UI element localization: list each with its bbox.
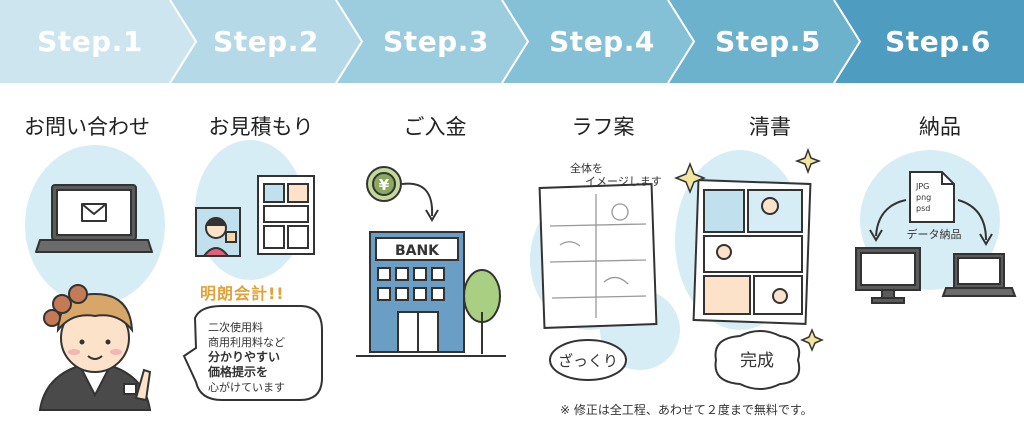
file-type-3: psd bbox=[916, 204, 930, 213]
step-bar: Step.1 Step.2 Step.3 Step.4 Step.5 Step.… bbox=[0, 0, 1024, 83]
rough-sketch-sheet bbox=[538, 183, 658, 329]
arrow-down-icon bbox=[401, 182, 434, 217]
bubble-line-3: 分かりやすい bbox=[208, 350, 281, 364]
final-artwork-sheet bbox=[692, 179, 812, 325]
client-card bbox=[195, 207, 241, 257]
estimate-bubble-text: 二次使用料 商用利用料など 分かりやすい 価格提示を 心がけています bbox=[208, 320, 328, 395]
file-type-1: JPG bbox=[915, 182, 929, 191]
rough-bubble bbox=[549, 339, 627, 381]
title-estimate: お見積もり bbox=[208, 115, 314, 139]
rough-caption-2: イメージします bbox=[585, 175, 662, 188]
file-type-2: png bbox=[916, 193, 931, 202]
step-6-bg bbox=[834, 0, 1024, 83]
step-1: Step.1 bbox=[0, 0, 180, 83]
step-3-bg bbox=[336, 0, 528, 83]
step-4: Step.4 bbox=[514, 0, 690, 83]
tree-icon bbox=[463, 269, 501, 354]
step-4-label: Step.4 bbox=[549, 25, 655, 58]
bubble-line-2: 商用利用料など bbox=[208, 336, 285, 349]
title-rough: ラフ案 bbox=[571, 115, 635, 139]
step-bar-arrows bbox=[0, 0, 1024, 83]
revision-note: ※ 修正は全工程、あわせて２度まで無料です。 bbox=[560, 403, 813, 417]
bank-building-icon bbox=[356, 231, 506, 357]
yen-coin-icon bbox=[366, 166, 402, 202]
bubble-line-5: 心がけています bbox=[208, 381, 285, 394]
bank-sign: BANK bbox=[395, 243, 440, 259]
delivery-label: データ納品 bbox=[907, 227, 962, 241]
bubble-line-4: 価格提示を bbox=[208, 365, 269, 379]
file-document-icon bbox=[909, 171, 955, 223]
desktop-monitor-icon bbox=[855, 247, 921, 304]
title-final: 清書 bbox=[749, 115, 791, 139]
rough-bubble-text: ざっくり bbox=[558, 352, 618, 370]
step-1-bg bbox=[0, 0, 196, 83]
arrow-left-icon bbox=[875, 199, 907, 237]
final-bubble-text: 完成 bbox=[740, 351, 774, 371]
bubble-line-1: 二次使用料 bbox=[208, 321, 263, 334]
background-blobs bbox=[25, 140, 1000, 370]
estimate-document bbox=[257, 175, 315, 255]
step-2-label: Step.2 bbox=[213, 25, 319, 58]
step-5: Step.5 bbox=[680, 0, 856, 83]
final-bubble bbox=[714, 330, 801, 390]
step-6: Step.6 bbox=[850, 0, 1024, 83]
sparkle-icon bbox=[673, 147, 824, 352]
step-5-bg bbox=[668, 0, 860, 83]
yen-symbol: ¥ bbox=[379, 176, 390, 194]
step-3: Step.3 bbox=[348, 0, 524, 83]
step-3-label: Step.3 bbox=[383, 25, 489, 58]
title-inquiry: お問い合わせ bbox=[24, 115, 150, 139]
laptop-icon bbox=[35, 184, 153, 253]
title-delivery: 納品 bbox=[919, 115, 961, 139]
step-2: Step.2 bbox=[176, 0, 356, 83]
step-5-label: Step.5 bbox=[715, 25, 821, 58]
step-4-bg bbox=[502, 0, 694, 83]
arrow-right-icon bbox=[957, 199, 987, 241]
rough-caption-1: 全体を bbox=[570, 161, 603, 175]
step-1-label: Step.1 bbox=[37, 25, 143, 58]
estimate-bubble bbox=[182, 305, 323, 401]
step-6-label: Step.6 bbox=[885, 25, 991, 58]
laptop-icon-delivery bbox=[941, 253, 1017, 297]
person-illustration bbox=[38, 284, 152, 411]
step-2-bg bbox=[170, 0, 362, 83]
title-payment: ご入金 bbox=[403, 115, 467, 139]
transparent-pricing-label: 明朗会計!! bbox=[200, 284, 285, 303]
